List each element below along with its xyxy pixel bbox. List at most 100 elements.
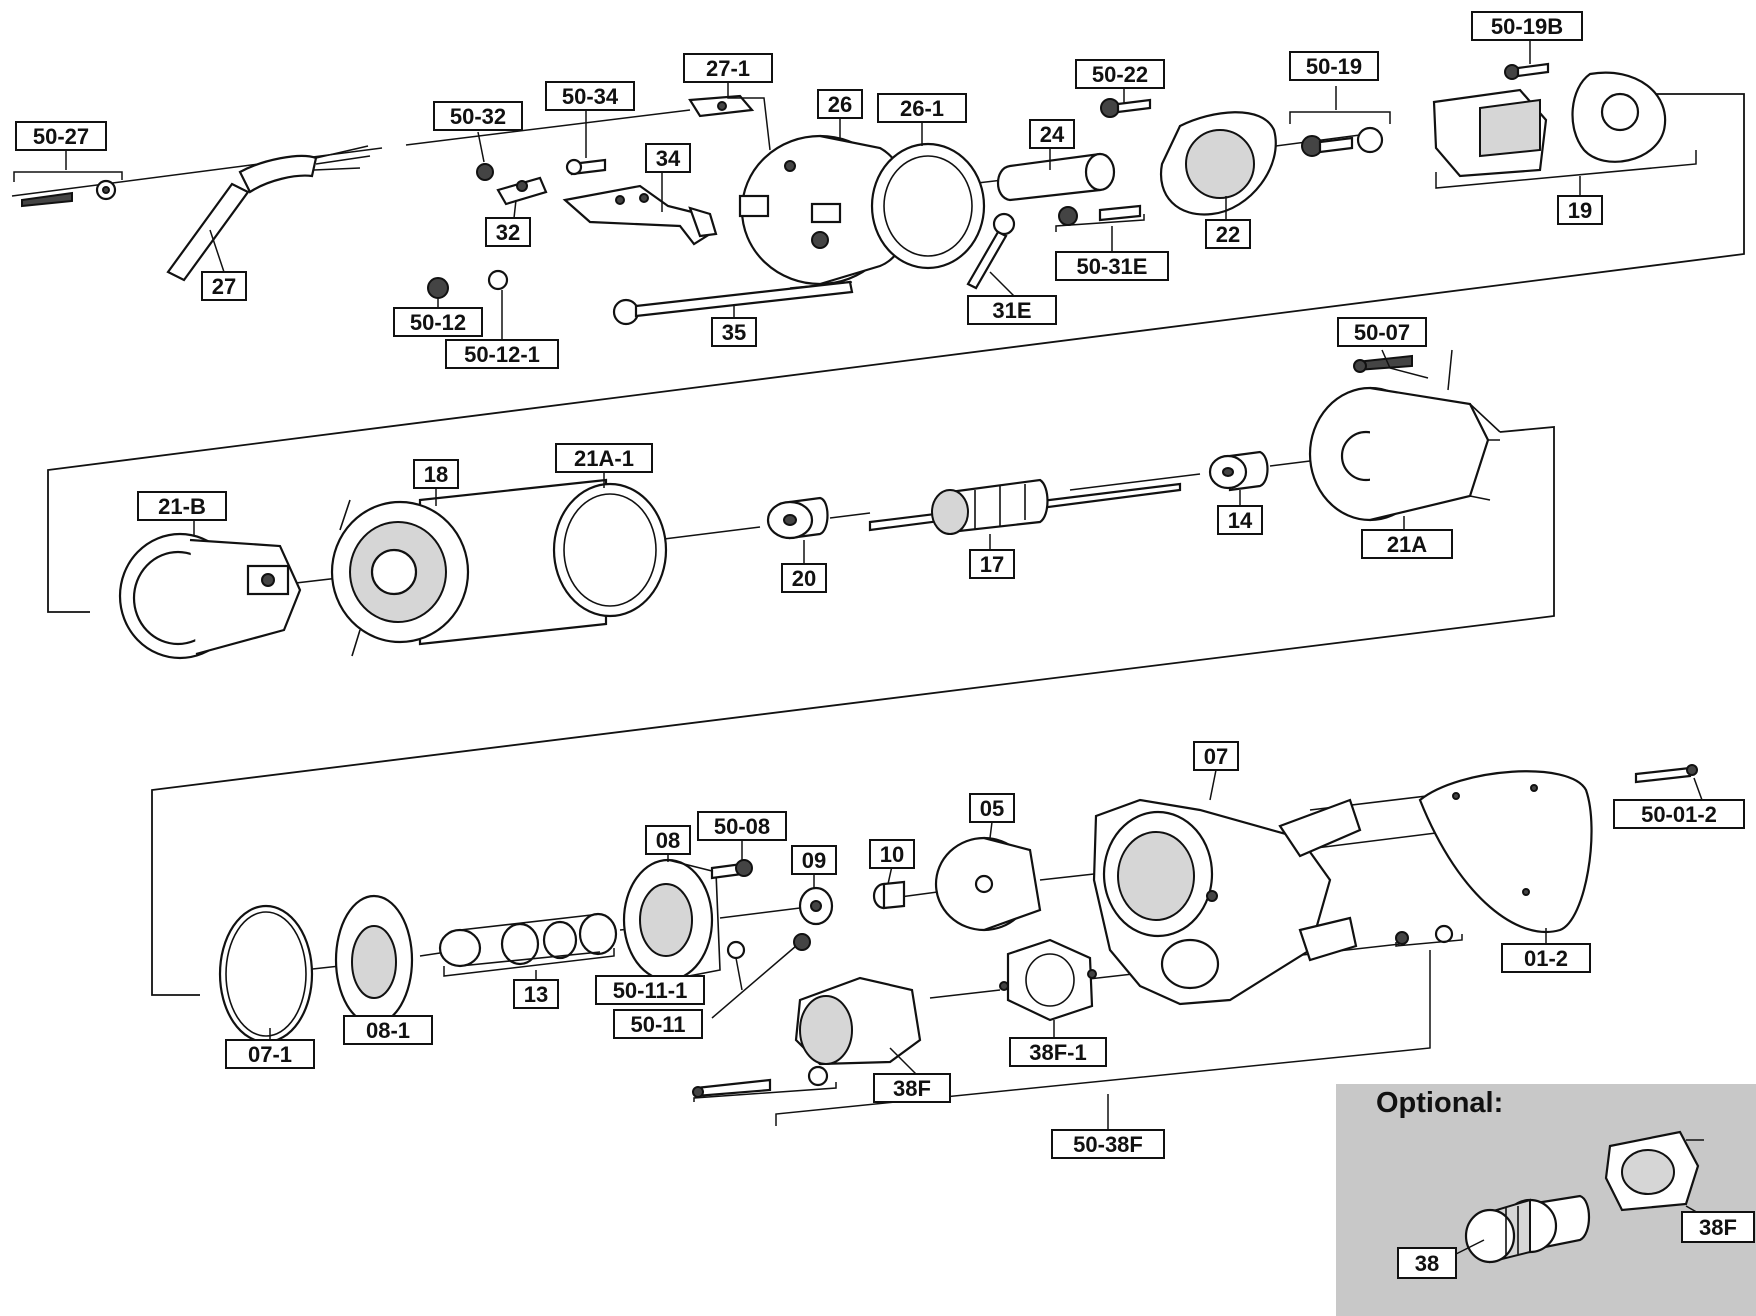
svg-text:07-1: 07-1 — [248, 1042, 292, 1067]
svg-text:50-08: 50-08 — [714, 814, 770, 839]
label-26: 26 — [817, 89, 863, 119]
svg-text:50-27: 50-27 — [33, 124, 89, 149]
part-10-shaft-key — [872, 880, 906, 910]
part-50-07-screw — [1353, 354, 1413, 373]
label-50-32: 50-32 — [433, 101, 523, 131]
svg-text:50-11: 50-11 — [630, 1012, 685, 1037]
svg-text:50-19B: 50-19B — [1491, 14, 1563, 39]
label-50-19b: 50-19B — [1471, 11, 1583, 41]
svg-text:09: 09 — [802, 848, 826, 873]
part-22-switch-plate — [1159, 111, 1277, 216]
svg-text:17: 17 — [980, 552, 1004, 577]
part-31e-lug — [966, 212, 1016, 290]
svg-text:50-38F: 50-38F — [1073, 1132, 1143, 1157]
part-07-1-oring — [218, 904, 314, 1044]
part-34-bracket — [562, 184, 718, 246]
part-05-impeller — [934, 836, 1042, 932]
label-38f-1: 38F-1 — [1009, 1037, 1107, 1067]
label-38f-optional: 38F — [1681, 1211, 1755, 1243]
label-22: 22 — [1205, 219, 1251, 249]
label-38: 38 — [1397, 1247, 1457, 1279]
part-38f-adapter — [794, 976, 922, 1066]
label-50-22: 50-22 — [1075, 59, 1165, 89]
part-labels: 50-27 27 50-32 32 50-34 34 27-1 26 26-1 … — [15, 11, 1745, 1159]
label-26-1: 26-1 — [877, 93, 967, 123]
label-07: 07 — [1193, 741, 1239, 771]
label-27: 27 — [201, 271, 247, 301]
part-19-switch-assembly — [1432, 71, 1667, 178]
label-50-12-1: 50-12-1 — [445, 339, 559, 369]
part-38f-1-gasket — [999, 938, 1097, 1022]
part-50-22-screw — [1100, 98, 1152, 118]
part-26-1-gasket — [870, 142, 986, 270]
svg-text:27-1: 27-1 — [706, 56, 750, 81]
label-50-11: 50-11 — [613, 1009, 703, 1039]
label-31e: 31E — [967, 295, 1057, 325]
svg-text:05: 05 — [980, 796, 1004, 821]
label-21-b: 21-B — [137, 491, 227, 521]
svg-text:18: 18 — [424, 462, 448, 487]
svg-text:22: 22 — [1216, 222, 1240, 247]
svg-text:50-07: 50-07 — [1354, 320, 1410, 345]
part-07-pump-casing — [1092, 798, 1362, 1006]
label-50-08: 50-08 — [697, 811, 787, 841]
label-17: 17 — [969, 549, 1015, 579]
optional-panel-title: Optional: — [1376, 1087, 1503, 1119]
part-08-1-seal-plate — [334, 894, 414, 1026]
part-24-capacitor — [996, 152, 1116, 202]
svg-text:38F: 38F — [1699, 1215, 1737, 1240]
svg-text:24: 24 — [1040, 122, 1065, 147]
svg-text:38F: 38F — [893, 1076, 931, 1101]
svg-text:50-12: 50-12 — [410, 310, 466, 335]
label-50-19: 50-19 — [1289, 51, 1379, 81]
svg-text:26-1: 26-1 — [900, 96, 944, 121]
part-50-31e-screw — [1058, 204, 1142, 226]
label-13: 13 — [513, 979, 559, 1009]
label-50-31e: 50-31E — [1055, 251, 1169, 281]
part-01-2-cover — [1418, 770, 1593, 934]
part-32-terminal — [476, 163, 548, 206]
label-01-2: 01-2 — [1501, 943, 1591, 973]
svg-text:21-B: 21-B — [158, 494, 206, 519]
part-17-rotor — [868, 478, 1182, 535]
svg-text:32: 32 — [496, 220, 520, 245]
part-50-27-screw — [21, 179, 117, 208]
part-27-1-clip — [688, 94, 755, 118]
part-20-bearing — [766, 496, 829, 540]
part-21a-1-gasket — [552, 482, 668, 618]
part-50-08-screw — [710, 859, 753, 880]
label-32: 32 — [485, 217, 531, 247]
part-21a-end-bell — [1308, 386, 1501, 522]
label-09: 09 — [791, 845, 837, 875]
svg-text:21A-1: 21A-1 — [574, 446, 634, 471]
svg-text:50-19: 50-19 — [1306, 54, 1362, 79]
label-leaders — [13, 30, 1703, 1130]
label-08-1: 08-1 — [343, 1015, 433, 1045]
part-09-impeller-nut — [798, 886, 834, 926]
svg-text:08: 08 — [656, 828, 680, 853]
svg-text:19: 19 — [1568, 198, 1592, 223]
part-35-through-bolt — [612, 280, 854, 326]
svg-text:34: 34 — [656, 146, 681, 171]
svg-text:50-34: 50-34 — [562, 84, 619, 109]
svg-text:10: 10 — [880, 842, 904, 867]
svg-text:50-22: 50-22 — [1092, 62, 1148, 87]
part-50-34-screw — [565, 158, 607, 176]
label-50-27: 50-27 — [15, 121, 107, 151]
svg-text:50-32: 50-32 — [450, 104, 506, 129]
svg-text:50-01-2: 50-01-2 — [1641, 802, 1717, 827]
label-10: 10 — [869, 839, 915, 869]
label-08: 08 — [645, 825, 691, 855]
label-21a: 21A — [1361, 529, 1453, 559]
part-21b-end-bell — [118, 532, 302, 660]
part-50-19-screw-washer — [1301, 126, 1384, 157]
svg-text:07: 07 — [1204, 744, 1228, 769]
label-50-07: 50-07 — [1337, 317, 1427, 347]
label-20: 20 — [781, 563, 827, 593]
label-07-1: 07-1 — [225, 1039, 315, 1069]
svg-text:38F-1: 38F-1 — [1029, 1040, 1086, 1065]
part-50-01-2-screw — [1634, 764, 1698, 784]
part-08-seal-housing — [622, 858, 721, 982]
label-19: 19 — [1557, 195, 1603, 225]
